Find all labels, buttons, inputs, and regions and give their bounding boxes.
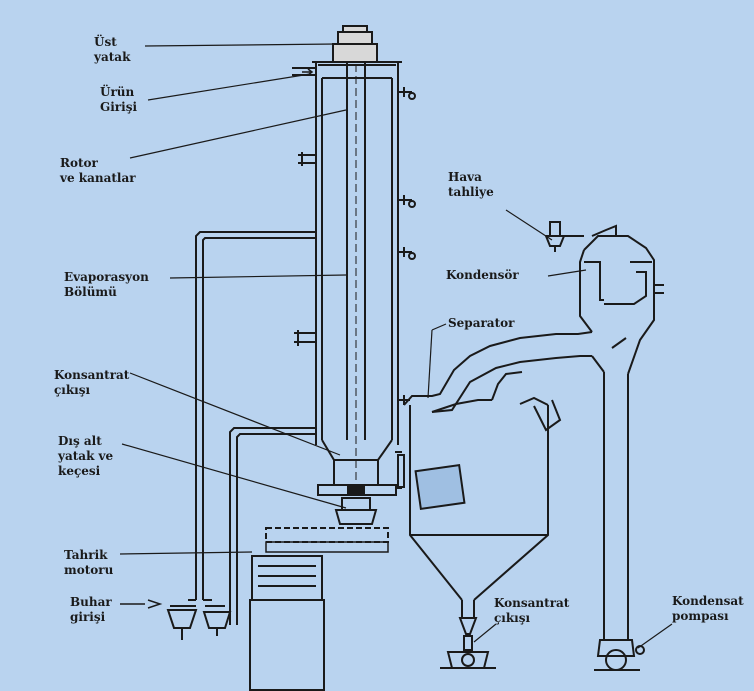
top-bearing [332, 25, 378, 63]
label-konsantrat-cikisi-top: Konsantrat çıkışı [54, 368, 130, 397]
air-vent-valve [544, 221, 617, 252]
drive-motor [249, 555, 325, 691]
rotor-shaft [346, 62, 366, 480]
condenser [579, 235, 664, 671]
label-dis-alt-yatak: Dış alt yatak ve keçesi [58, 434, 114, 478]
label-konsantrat-cikisi-bottom: Konsantrat çıkışı [494, 596, 570, 625]
separator [403, 331, 593, 669]
label-kondensat-pompasi: Kondensat pompası [672, 594, 744, 623]
evaporator-column [312, 61, 402, 445]
column-bottom [317, 439, 405, 496]
label-buhar-girisi: Buhar girişi [70, 595, 112, 624]
product-inlet [292, 67, 316, 76]
label-urun-girisi: Ürün Girişi [100, 85, 138, 114]
lower-bearing [265, 497, 389, 553]
label-evaporasyon: Evaporasyon Bölümü [64, 270, 149, 299]
label-rotor: Rotor ve kanatlar [60, 156, 136, 185]
left-nozzles [294, 152, 316, 346]
label-separator: Separator [448, 316, 515, 330]
label-kondensor: Kondensör [446, 268, 519, 282]
steam-pipes [170, 231, 316, 625]
label-hava-tahliye: Hava tahliye [448, 170, 494, 199]
steam-traps [120, 599, 232, 640]
leader-lines [119, 43, 673, 649]
label-tahrik-motoru: Tahrik motoru [64, 548, 114, 577]
side-valves [398, 87, 416, 405]
label-ust-yatak: Üst yatak [94, 35, 131, 64]
